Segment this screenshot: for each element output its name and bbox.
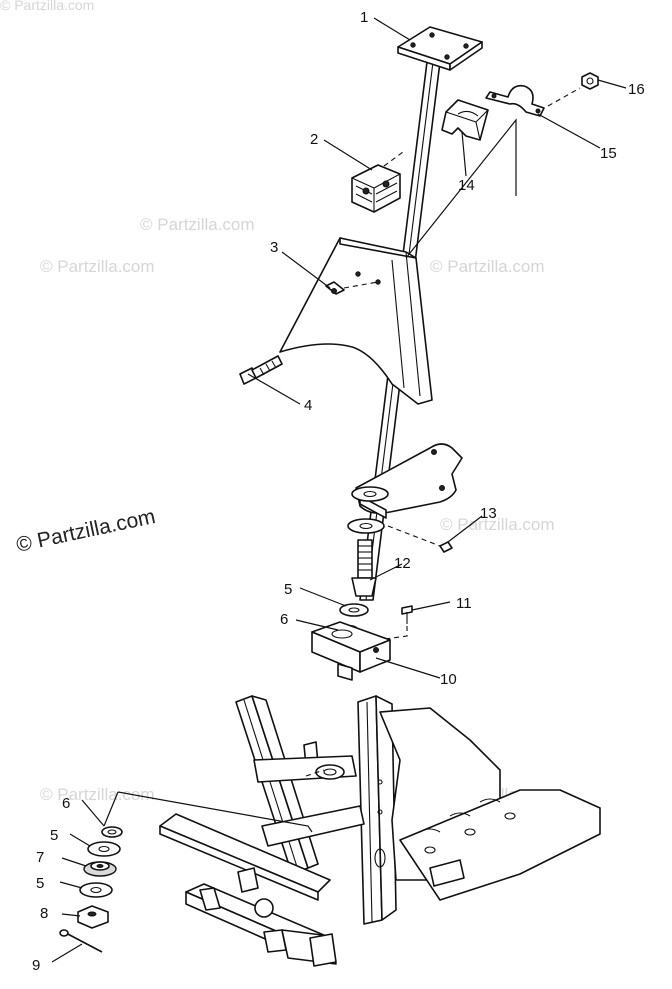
part-4-bolt <box>239 355 283 385</box>
part-5-washer-upper <box>339 603 369 617</box>
part-8-castle-nut <box>77 905 109 929</box>
part-16-nut <box>581 72 599 90</box>
callout-9: 9 <box>32 957 40 974</box>
part-2-upper-block <box>351 164 401 213</box>
callout-5-lower: 5 <box>36 875 44 892</box>
callout-7: 7 <box>36 849 44 866</box>
shaft-washer-upper <box>351 486 389 502</box>
callout-5-middle: 5 <box>50 827 58 844</box>
vehicle-frame <box>159 695 601 967</box>
part-9-cotter-pin <box>59 929 103 953</box>
watermark-faint: © Partzilla.com <box>40 785 155 804</box>
part-12-shaft-end <box>351 539 377 597</box>
watermark-faint: © Partzilla.com <box>0 0 94 13</box>
callout-14: 14 <box>458 177 475 194</box>
steering-cover <box>279 237 433 405</box>
part-15-pipe-clamp <box>485 84 545 117</box>
callout-4: 4 <box>304 397 312 414</box>
part-13-screw <box>439 541 453 553</box>
part-6-seal-lower <box>101 826 123 838</box>
callout-6-lower: 6 <box>62 795 70 812</box>
watermark-faint: © Partzilla.com <box>430 257 545 276</box>
part-11-screw <box>401 605 413 624</box>
callout-13: 13 <box>480 505 497 522</box>
callout-15: 15 <box>600 145 617 162</box>
callout-10: 10 <box>440 671 457 688</box>
watermark-faint: © Partzilla.com <box>40 257 155 276</box>
watermark-main: © Partzilla.com <box>14 505 157 557</box>
watermark-faint: © Partzilla.com <box>140 215 255 234</box>
callout-16: 16 <box>628 81 645 98</box>
callout-labels: 1 2 3 4 5 5 5 6 6 7 8 9 10 11 12 13 14 1… <box>32 9 645 974</box>
callout-11: 11 <box>456 595 472 612</box>
part-10-lower-block <box>311 621 391 681</box>
callout-1: 1 <box>360 9 368 26</box>
watermark-faint: © Partzilla.com <box>440 515 555 534</box>
callout-3: 3 <box>270 239 278 256</box>
steering-bracket <box>355 443 463 519</box>
part-7-washer <box>83 861 117 877</box>
callout-6-upper: 6 <box>280 611 288 628</box>
part-3-bolt <box>325 281 345 295</box>
callout-5-upper: 5 <box>284 581 292 598</box>
callout-12: 12 <box>394 555 411 572</box>
part-5-washer-lower <box>79 882 113 898</box>
shaft-washer-lower <box>347 518 385 534</box>
part-14-clamp-half <box>441 99 489 141</box>
part-1-mounting-plate <box>397 26 483 71</box>
leader-lines <box>51 17 627 963</box>
callout-2: 2 <box>310 131 318 148</box>
part-5-washer-middle <box>87 841 121 857</box>
callout-8: 8 <box>40 905 48 922</box>
